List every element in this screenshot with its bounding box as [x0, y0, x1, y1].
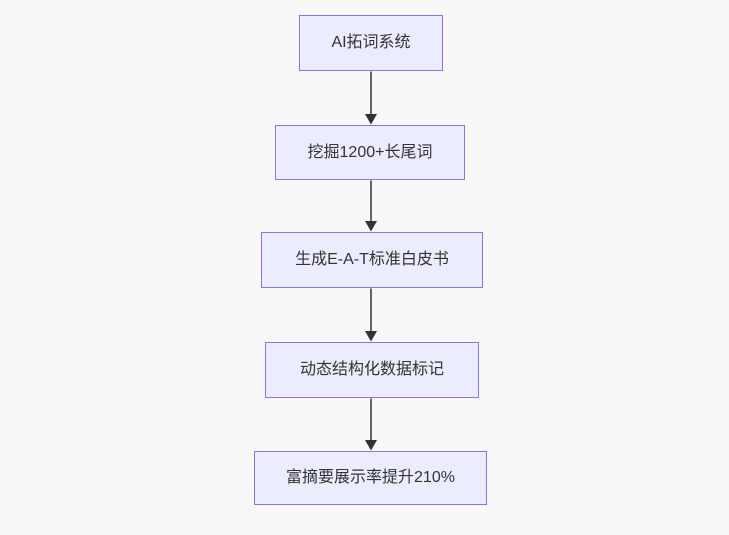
- flow-node-label: 富摘要展示率提升210%: [286, 469, 455, 487]
- flow-node-label: 生成E-A-T标准白皮书: [295, 251, 449, 269]
- flow-node-rich-snippet-result: 富摘要展示率提升210%: [254, 451, 487, 505]
- edge-arrow-n4-n5: [365, 398, 377, 451]
- flow-node-structured-data-markup: 动态结构化数据标记: [265, 342, 479, 398]
- flow-node-longtail-mining: 挖掘1200+长尾词: [275, 125, 465, 180]
- edge-arrow-n1-n2: [365, 71, 377, 125]
- flow-node-label: AI拓词系统: [331, 34, 411, 52]
- flow-node-eat-whitepaper: 生成E-A-T标准白皮书: [261, 232, 483, 288]
- edge-arrow-n2-n3: [365, 180, 377, 232]
- flow-node-ai-word-expansion: AI拓词系统: [299, 15, 443, 71]
- flow-node-label: 动态结构化数据标记: [299, 361, 444, 379]
- flow-node-label: 挖掘1200+长尾词: [307, 143, 433, 161]
- edge-arrow-n3-n4: [365, 288, 377, 342]
